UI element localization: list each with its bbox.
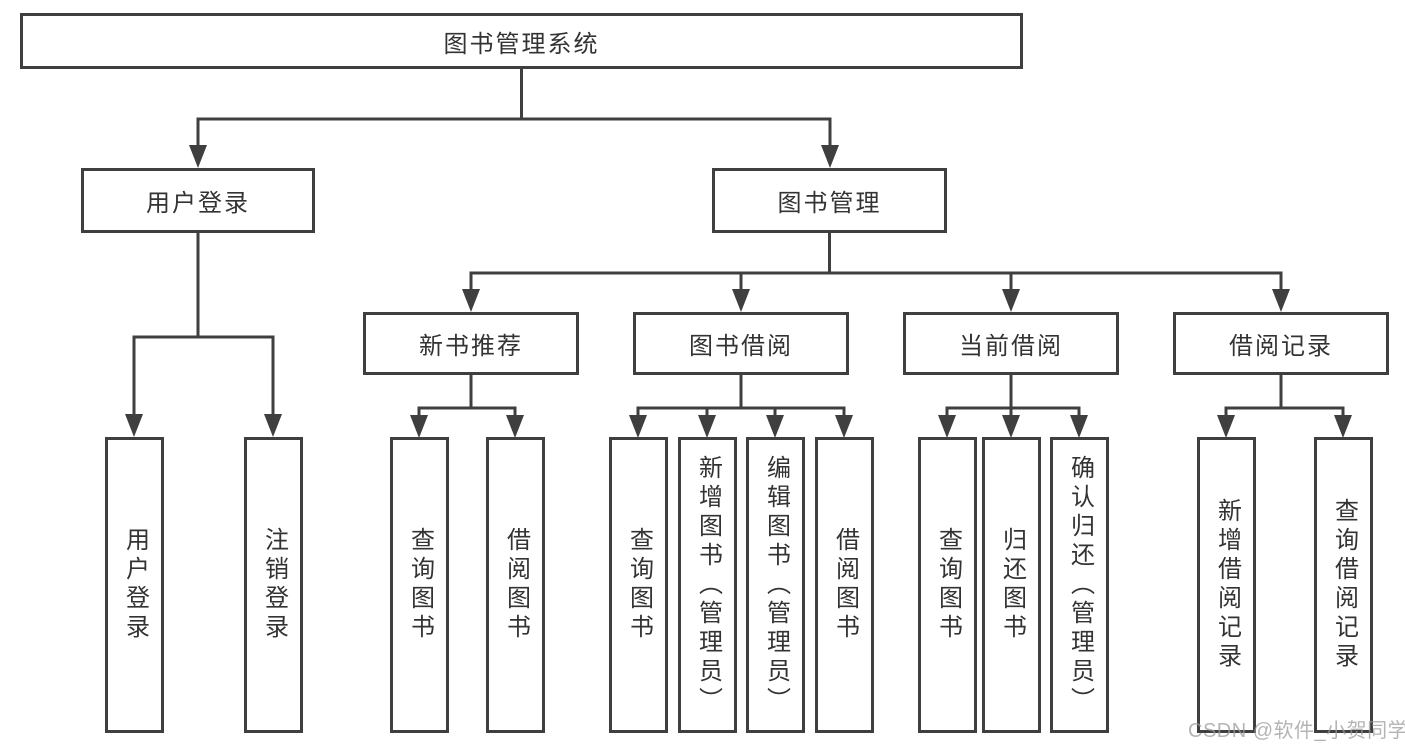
node-label: 查询借阅记录 [1330,498,1358,672]
node-new-book-recommendation: 新书推荐 [363,312,579,375]
leaf-query-books-recommend: 查询图书 [390,437,449,733]
node-label: 归还图书 [998,527,1026,643]
node-label: 查询图书 [934,527,962,643]
node-user-login: 用户登录 [81,168,315,233]
node-book-borrowing: 图书借阅 [633,312,849,375]
node-label: 图书管理 [777,190,882,217]
leaf-borrow-books-borrow: 借阅图书 [815,437,874,733]
leaf-query-books-current: 查询图书 [918,437,977,733]
node-label: 借阅图书 [502,527,530,643]
leaf-query-books-borrow: 查询图书 [609,437,668,733]
leaf-add-borrowing-record: 新增借阅记录 [1197,437,1256,733]
csdn-watermark: CSDN @软件_小贺同学 [1188,720,1405,742]
leaf-query-borrowing-record: 查询借阅记录 [1314,437,1373,733]
connector-borrowing-records-children [1217,372,1352,438]
node-label: 编辑图书（管理员） [762,454,790,716]
node-current-borrowing: 当前借阅 [903,312,1119,375]
node-label: 查询图书 [625,527,653,643]
connector-current-borrowing-children [938,372,1088,438]
leaf-add-book-admin: 新增图书（管理员） [678,437,737,733]
node-label: 新书推荐 [419,333,523,360]
node-label: 用户登录 [121,527,149,643]
connector-new-book-children [410,372,524,438]
node-label: 图书管理系统 [443,30,600,58]
leaf-edit-book-admin: 编辑图书（管理员） [746,437,805,733]
connector-root-to-level2 [189,67,839,168]
node-label: 注销登录 [260,527,288,643]
leaf-logout: 注销登录 [244,437,303,733]
node-book-management: 图书管理 [712,168,947,233]
node-label: 图书借阅 [689,333,793,360]
node-label: 借阅图书 [831,527,859,643]
node-label: 查询图书 [406,527,434,643]
connector-book-management-children [462,230,1290,312]
connector-book-borrowing-children [629,372,853,438]
node-label: 借阅记录 [1229,333,1333,360]
leaf-return-books: 归还图书 [982,437,1041,733]
leaf-user-login: 用户登录 [105,437,164,733]
leaf-borrow-books-recommend: 借阅图书 [486,437,545,733]
node-label: 确认归还（管理员） [1066,454,1094,716]
node-label: 用户登录 [146,190,250,217]
node-root: 图书管理系统 [20,13,1023,69]
connector-user-login-children [125,230,282,437]
leaf-confirm-return-admin: 确认归还（管理员） [1050,437,1109,733]
node-label: 新增图书（管理员） [694,454,722,716]
node-label: 新增借阅记录 [1213,498,1241,672]
node-borrowing-records: 借阅记录 [1173,312,1389,375]
node-label: 当前借阅 [959,333,1063,360]
